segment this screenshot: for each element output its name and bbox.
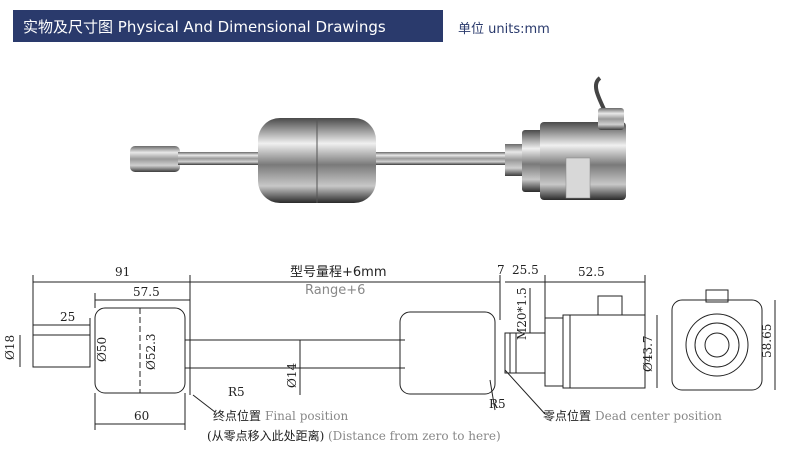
dim-phi50: Ø50	[95, 337, 109, 362]
dim-91: 91	[115, 265, 130, 279]
photo-thread	[505, 144, 525, 176]
dim-57-5: 57.5	[133, 285, 160, 299]
dim-range-model: 型号量程+6mm	[290, 265, 387, 280]
dead-center-cn: 零点位置	[543, 408, 591, 423]
final-position-cn: 终点位置	[213, 408, 261, 423]
tip-outline	[32, 334, 91, 368]
dim-phi18: Ø18	[3, 335, 17, 360]
dim-r5-left: R5	[228, 385, 245, 399]
dead-center-en: Dead center position	[595, 409, 722, 423]
dim-52-5: 52.5	[578, 265, 605, 279]
title-bar: 实物及尺寸图 Physical And Dimensional Drawings	[13, 10, 443, 42]
nut-outline	[544, 317, 564, 387]
distance-cn: (从零点移入此处距离)	[207, 428, 324, 443]
dim-25: 25	[60, 310, 75, 324]
final-position-en: Final position	[265, 409, 348, 423]
end-view-outline	[671, 299, 763, 391]
photo-gland	[598, 108, 624, 130]
dim-r5-right: R5	[489, 397, 506, 411]
distance-en: (Distance from zero to here)	[328, 429, 501, 443]
unit-label: 单位 units:mm	[458, 22, 550, 37]
housing-outline	[562, 314, 646, 389]
photo-tip	[130, 146, 180, 172]
gland-outline	[597, 295, 623, 316]
dim-phi43-7: Ø43.7	[641, 335, 655, 372]
dim-range-en: Range+6	[305, 283, 365, 298]
dim-58-65: 58.65	[760, 324, 774, 358]
dim-7: 7	[497, 263, 505, 277]
dim-phi14: Ø14	[285, 363, 299, 388]
photo-nut	[522, 130, 544, 192]
dim-60: 60	[134, 409, 149, 423]
dim-m20: M20*1.5	[515, 287, 529, 340]
page-title: 实物及尺寸图 Physical And Dimensional Drawings	[23, 18, 386, 36]
float-right-outline	[399, 311, 496, 395]
dim-25-5: 25.5	[512, 263, 539, 277]
dim-phi52-3: Ø52.3	[144, 333, 158, 370]
